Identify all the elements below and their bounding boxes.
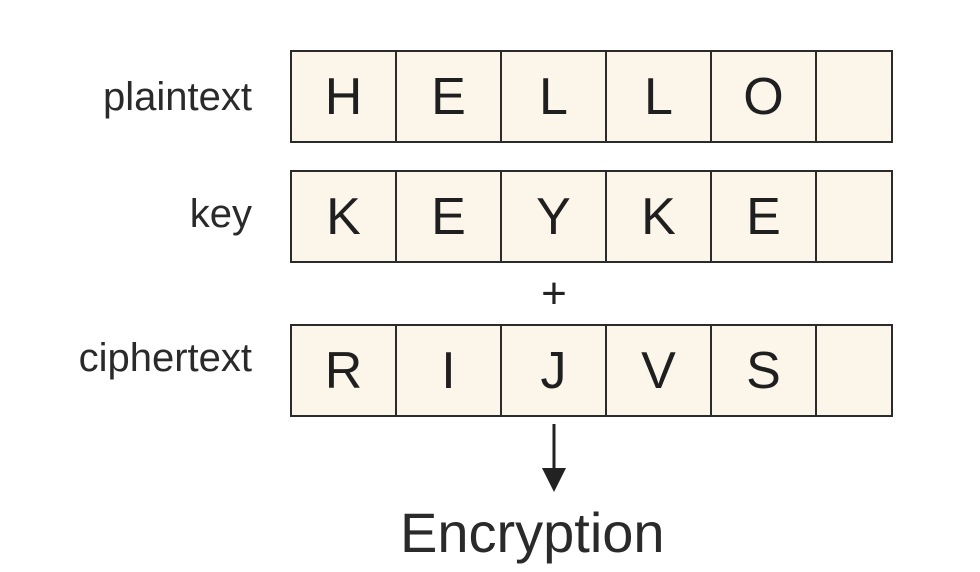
ciphertext-cell: R [292,326,397,415]
plaintext-cell: L [502,52,607,141]
key-cell: K [607,172,712,261]
ciphertext-cell [817,326,891,415]
key-cell: K [292,172,397,261]
key-cell [817,172,891,261]
key-row: K E Y K E [290,170,893,263]
plus-operator: + [541,269,567,318]
plaintext-cell: H [292,52,397,141]
ciphertext-cell: J [502,326,607,415]
key-cell: Y [502,172,607,261]
ciphertext-label: ciphertext [78,336,252,380]
plaintext-cell: L [607,52,712,141]
key-cell: E [397,172,502,261]
ciphertext-cell: S [712,326,817,415]
plaintext-cell [817,52,891,141]
encryption-caption: Encryption [400,501,665,564]
ciphertext-row: R I J V S [290,324,893,417]
plaintext-cell: E [397,52,502,141]
ciphertext-cell: V [607,326,712,415]
ciphertext-cell: I [397,326,502,415]
plaintext-label: plaintext [103,75,252,119]
plaintext-cell: O [712,52,817,141]
arrow-down-icon [542,424,566,492]
plaintext-row: H E L L O [290,50,893,143]
key-label: key [189,192,252,236]
key-cell: E [712,172,817,261]
